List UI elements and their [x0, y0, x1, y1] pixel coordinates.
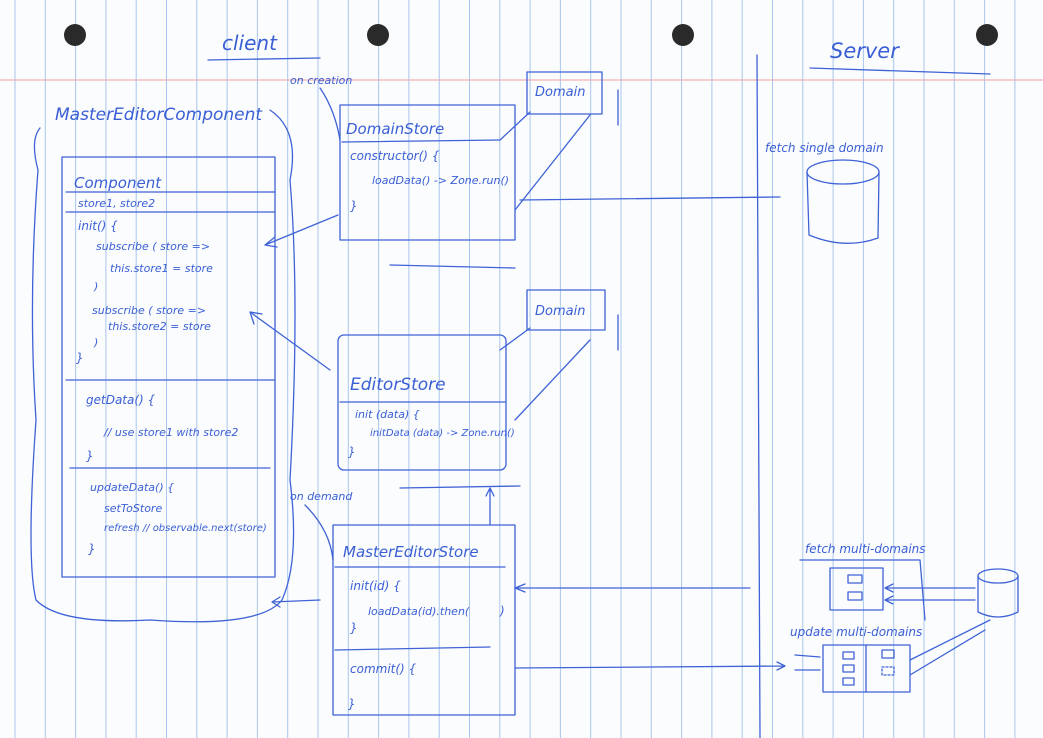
punch-hole	[672, 24, 694, 46]
code-line: }	[76, 351, 84, 365]
client-heading: client	[222, 31, 278, 55]
on-creation-label: on creation	[290, 74, 352, 87]
code-line: subscribe ( store =>	[92, 304, 206, 317]
code-line: )	[499, 604, 505, 618]
update-arrows	[794, 654, 821, 671]
code-line: init (data) {	[355, 408, 420, 421]
component-cloud-outline	[30, 109, 296, 623]
bracket	[799, 559, 926, 621]
note-connector	[499, 327, 591, 421]
master-editor-store-box	[332, 524, 516, 716]
code-line: }	[350, 199, 358, 213]
paper-rules	[14, 0, 1016, 738]
component-fields: store1, store2	[78, 197, 155, 210]
client-server-divider	[756, 54, 761, 738]
code-line: commit() {	[350, 662, 417, 676]
code-line: }	[348, 445, 356, 459]
domain-item	[881, 666, 895, 676]
shadow-line	[399, 485, 521, 489]
subscribe-arrow	[249, 311, 331, 371]
code-line: constructor() {	[350, 149, 440, 163]
note-connector	[499, 111, 591, 211]
domain-item	[842, 677, 855, 686]
fetch-single-domain-label: fetch single domain	[765, 141, 884, 155]
code-line: }	[350, 621, 358, 635]
domain-label: Domain	[535, 304, 585, 319]
master-editor-store-title: MasterEditorStore	[343, 543, 479, 561]
fetch-single-arrow	[519, 196, 781, 201]
code-line: updateData() {	[90, 481, 174, 494]
code-line: }	[86, 449, 94, 463]
component-class-name: Component	[74, 174, 162, 192]
code-line: init() {	[78, 219, 118, 233]
punch-holes	[64, 24, 998, 46]
multi-domain-box	[829, 567, 884, 611]
commit-arrow	[514, 661, 786, 671]
db-update-arrows	[909, 619, 991, 676]
domain-note-2	[526, 289, 606, 331]
server-heading: Server	[830, 39, 900, 63]
shadow-line	[389, 264, 516, 269]
code-line: loadData() -> Zone.run()	[372, 174, 509, 187]
domain-label: Domain	[535, 85, 585, 100]
db-fetch-arrows	[884, 583, 976, 605]
domain-store-box	[339, 104, 516, 241]
component-title: MasterEditorComponent	[55, 105, 263, 125]
domain-item	[842, 651, 855, 660]
code-line: // use store1 with store2	[103, 426, 238, 439]
code-line: loadData(id).then(	[368, 605, 470, 618]
component-class-box	[61, 156, 276, 578]
code-line: }	[88, 542, 96, 556]
code-line: getData() {	[86, 393, 156, 407]
server-underline	[809, 67, 991, 75]
demand-connector	[304, 504, 334, 561]
component-code: init() { subscribe ( store => this.store1 …	[76, 219, 267, 556]
code-line: )	[93, 336, 98, 349]
create-editor-arrow	[485, 487, 495, 526]
domain-item	[881, 649, 895, 659]
editor-store-title: EditorStore	[350, 375, 446, 395]
editor-store-box	[337, 334, 507, 471]
code-line: init(id) {	[350, 579, 401, 593]
punch-hole	[64, 24, 86, 46]
code-line: initData (data) -> Zone.run()	[370, 428, 515, 439]
database-icon	[806, 159, 880, 244]
divider	[334, 646, 491, 651]
client-underline	[207, 57, 321, 61]
code-line: }	[348, 697, 356, 711]
divider	[341, 139, 501, 143]
punch-hole	[367, 24, 389, 46]
code-line: refresh // observable.next(store)	[104, 523, 267, 534]
domain-note-1	[526, 71, 603, 115]
domain-item	[842, 664, 855, 673]
fetch-multi-domains-label: fetch multi-domains	[805, 542, 926, 556]
fetch-multi-arrow	[514, 583, 751, 593]
creation-connector	[319, 87, 341, 141]
code-line: this.store1 = store	[110, 262, 213, 275]
subscribe-arrow	[264, 214, 339, 248]
code-line: )	[93, 280, 98, 293]
domain-item	[847, 574, 863, 584]
code-line: subscribe ( store =>	[96, 240, 210, 253]
punch-hole	[976, 24, 998, 46]
domain-item	[847, 591, 863, 601]
notify-arrow	[271, 596, 321, 608]
on-demand-label: on demand	[290, 490, 353, 503]
database-icon	[977, 568, 1019, 618]
update-multi-domains-label: update multi-domains	[790, 625, 922, 639]
domain-store-title: DomainStore	[346, 120, 444, 138]
code-line: this.store2 = store	[108, 320, 211, 333]
code-line: setToStore	[104, 502, 162, 515]
